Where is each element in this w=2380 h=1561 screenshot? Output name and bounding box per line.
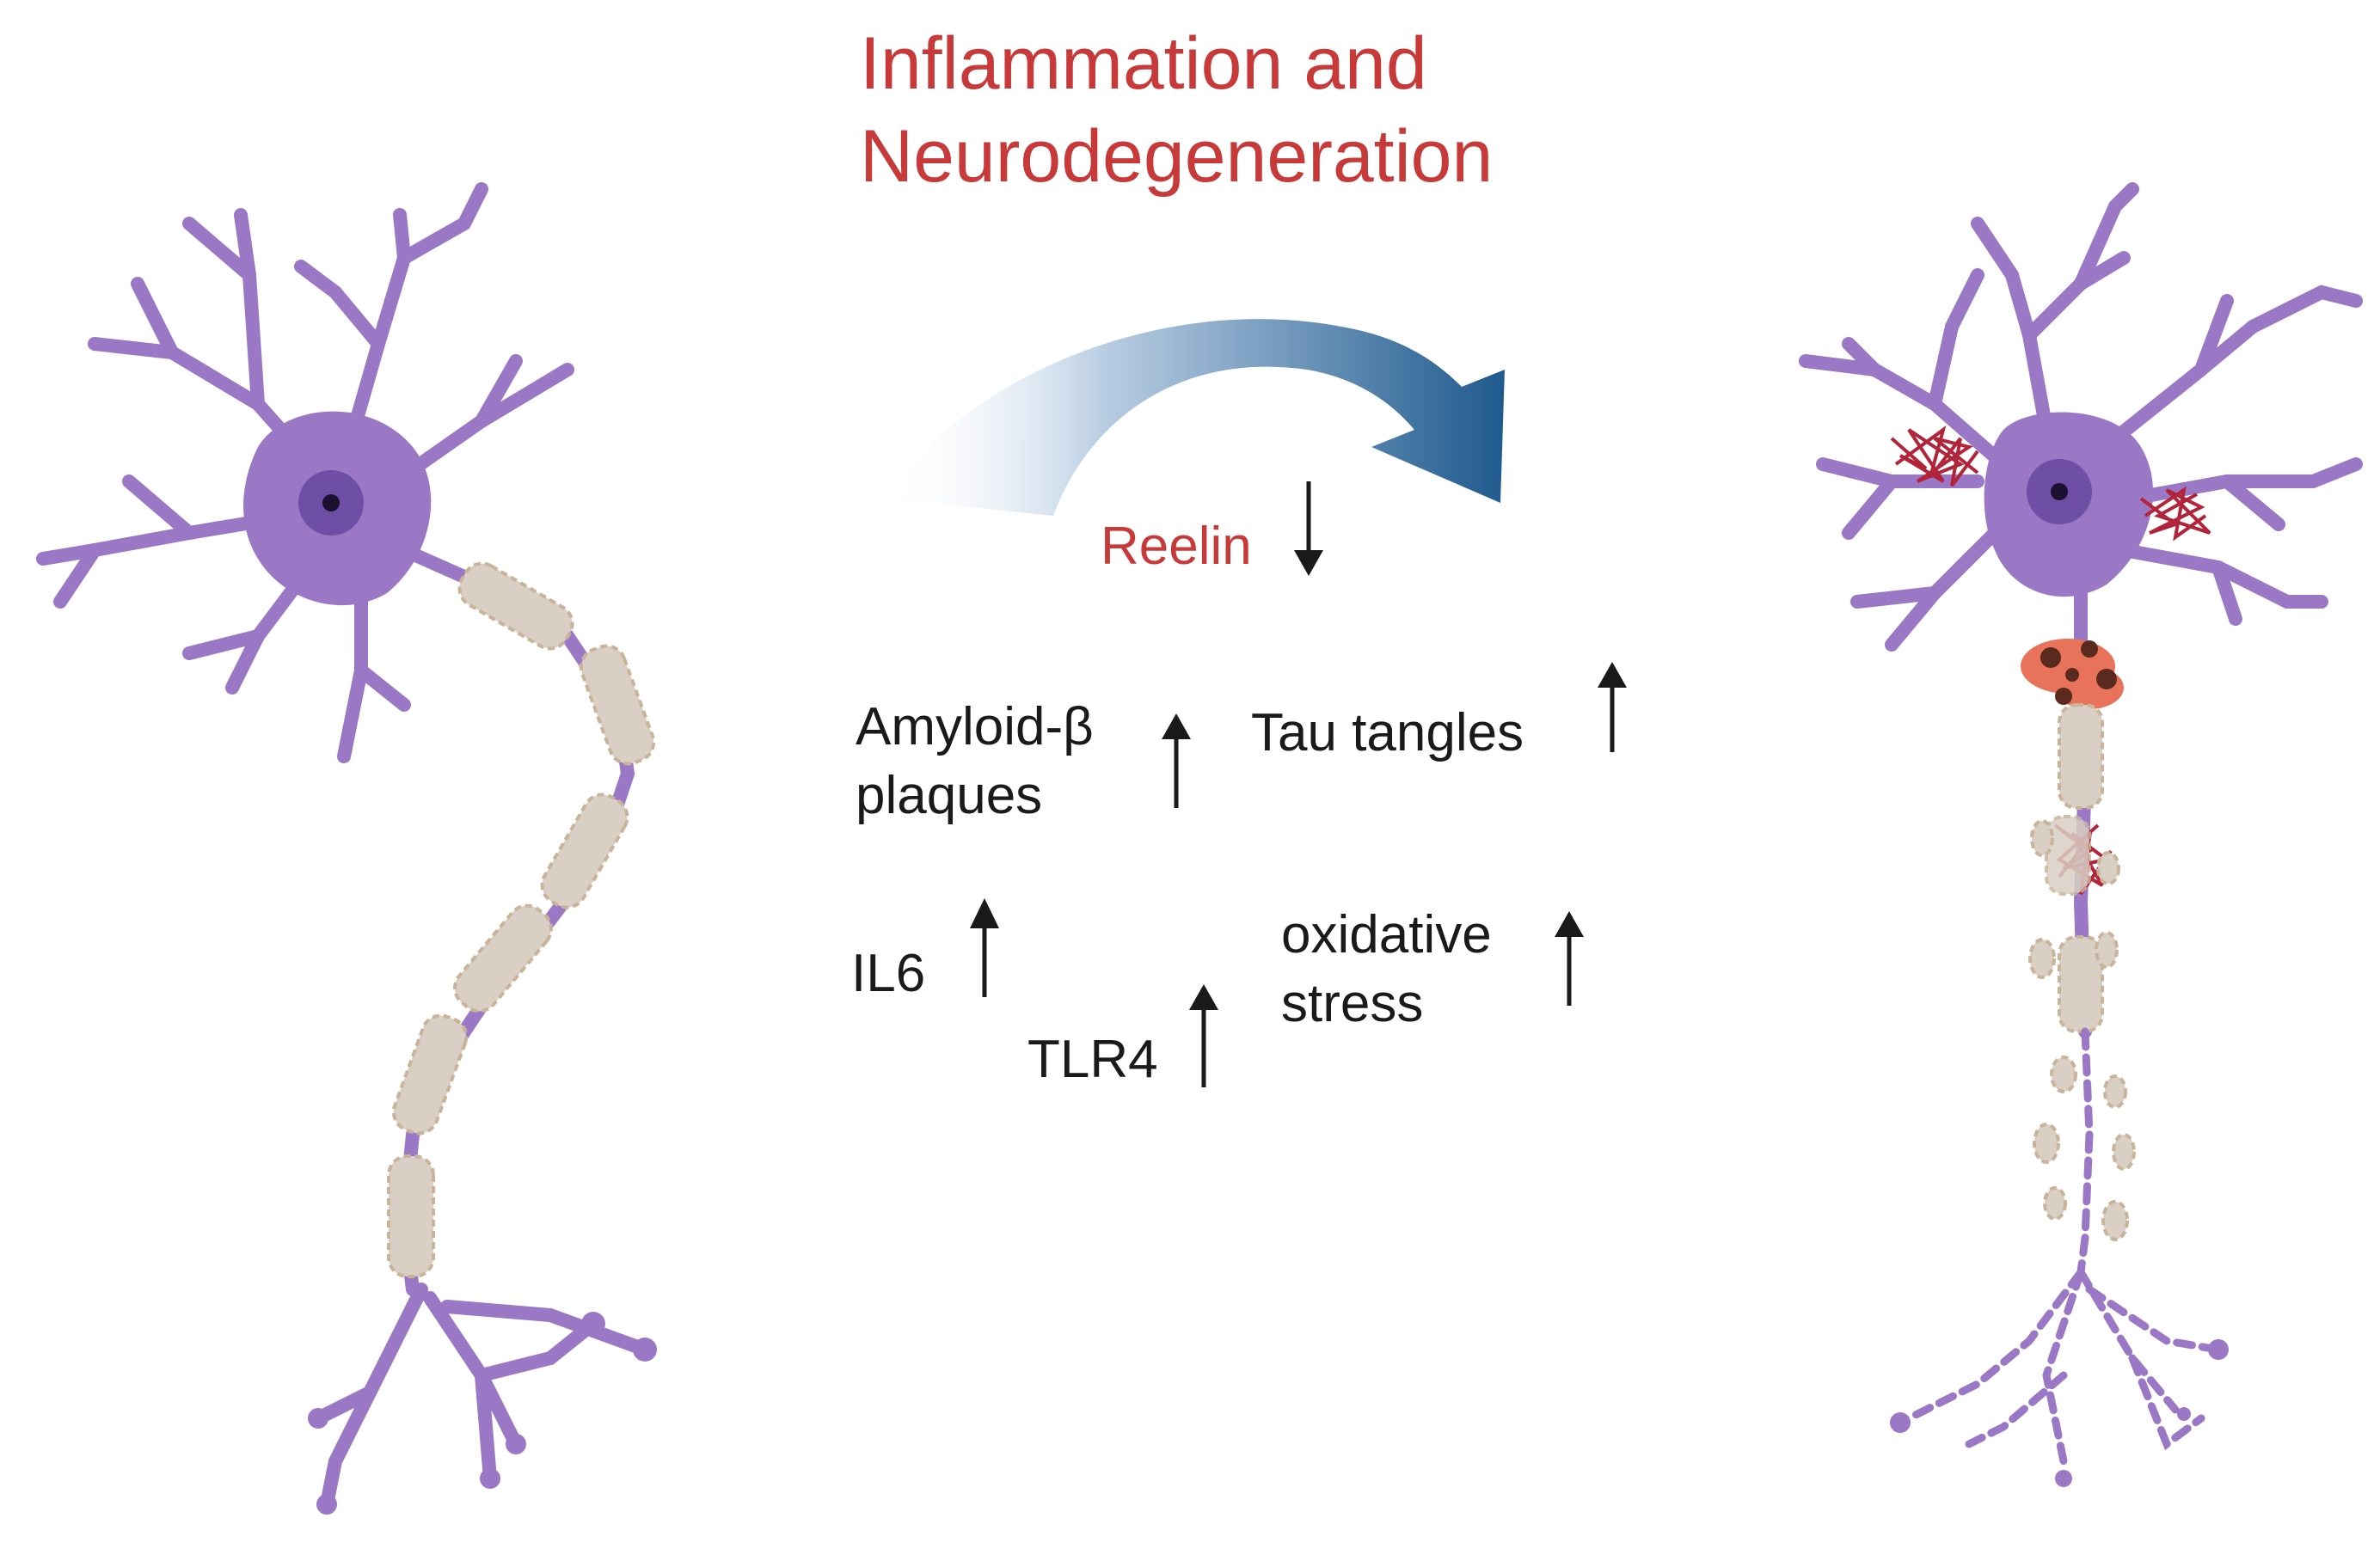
oxidative-label-line-1: oxidative bbox=[1281, 905, 1492, 964]
amyloid-label-line-1: Amyloid-β bbox=[856, 697, 1094, 756]
tlr4-up-arrow-icon bbox=[1189, 984, 1218, 1087]
diagram-title: Inflammation and Neurodegeneration bbox=[860, 17, 1493, 203]
title-line-1: Inflammation and bbox=[860, 22, 1427, 105]
il6-up-arrow-icon bbox=[970, 898, 999, 997]
reelin-label: Reelin bbox=[1101, 517, 1252, 576]
amyloid-label-line-2: plaques bbox=[856, 766, 1043, 825]
amyloid-up-arrow-icon bbox=[1162, 713, 1191, 808]
oxidative-up-arrow-icon bbox=[1555, 911, 1584, 1006]
title-line-2: Neurodegeneration bbox=[860, 115, 1494, 198]
curved-transition-arrow-icon bbox=[886, 319, 1505, 516]
tau-up-arrow-icon bbox=[1598, 662, 1627, 752]
degenerating-neuron-icon bbox=[1799, 182, 2363, 1487]
tau-tangles-label: Tau tangles bbox=[1251, 703, 1524, 762]
oxidative-label-line-2: stress bbox=[1281, 974, 1424, 1033]
tlr4-label: TLR4 bbox=[1027, 1030, 1158, 1089]
il6-label: IL6 bbox=[851, 944, 926, 1003]
reelin-down-arrow-icon bbox=[1294, 481, 1323, 576]
healthy-neuron-icon bbox=[36, 182, 657, 1515]
